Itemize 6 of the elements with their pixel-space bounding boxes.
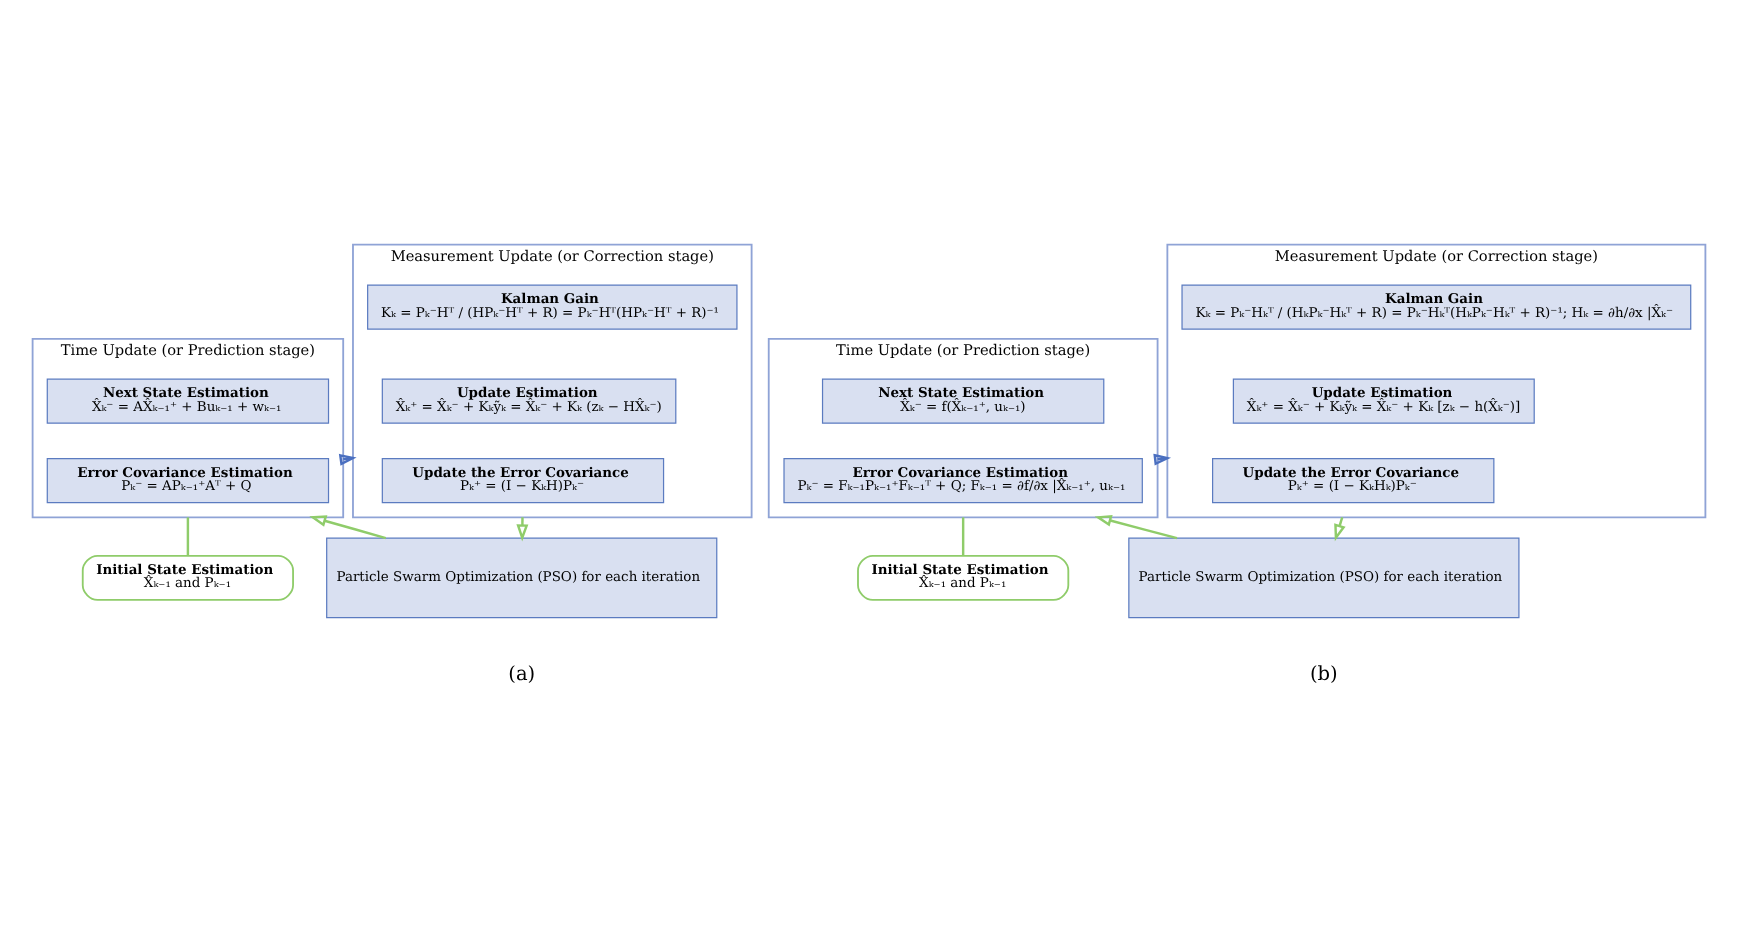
connector	[961, 517, 965, 556]
arrow	[1334, 517, 1346, 542]
label: (a)	[508, 663, 536, 686]
label: (b)	[1310, 663, 1338, 686]
connector	[186, 517, 190, 556]
arrow	[516, 517, 529, 542]
